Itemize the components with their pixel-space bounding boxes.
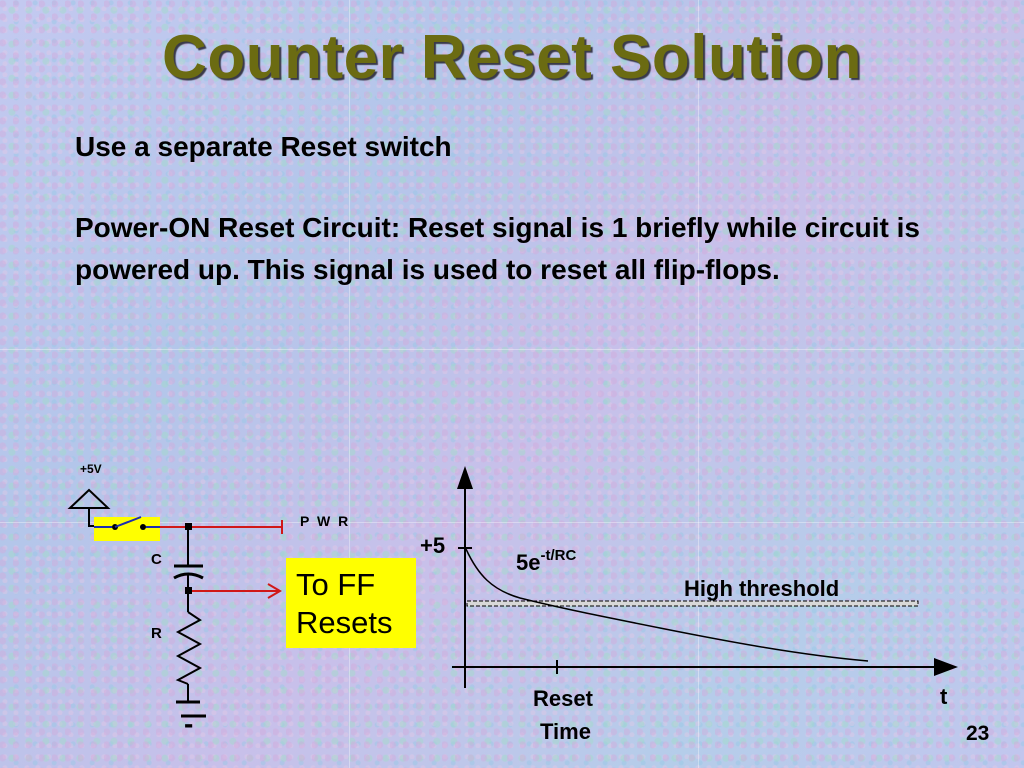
node-dot	[185, 587, 192, 594]
background-grid-line	[349, 0, 350, 768]
resistor-label: R	[151, 625, 162, 642]
high-threshold-line	[466, 600, 919, 607]
reset-time-label-line1: Reset	[533, 686, 593, 711]
x-axis-arrowhead	[934, 658, 958, 676]
x-axis-label: t	[940, 684, 948, 709]
bullet-reset-switch: Use a separate Reset switch	[75, 131, 452, 162]
ff-resets-box: To FF Resets	[286, 558, 416, 648]
curve-equation-label: 5e-t/RC	[516, 547, 577, 576]
y-marker-label: +5	[420, 533, 446, 558]
background-grid-line	[698, 0, 699, 768]
curve-equation-exponent: -t/RC	[540, 547, 577, 564]
bullet-power-on-reset: Power-ON Reset Circuit: Reset signal is …	[75, 212, 920, 285]
ff-resets-label-line1: To FF	[296, 567, 376, 602]
background-grid-line	[0, 522, 1024, 523]
curve-equation-base: 5e	[516, 550, 541, 575]
resistor-zigzag	[175, 611, 203, 685]
switch-contact	[140, 524, 146, 530]
exponential-decay-curve	[465, 548, 869, 662]
reset-signal-arrowhead	[267, 583, 282, 599]
y-axis-arrowhead	[457, 466, 473, 489]
pwr-label: P W R	[300, 513, 351, 529]
switch-blade	[114, 516, 142, 528]
page-number: 23	[966, 722, 990, 745]
threshold-label: High threshold	[684, 576, 840, 601]
ground-label: -	[184, 708, 194, 739]
supply-label: +5V	[80, 462, 102, 476]
background-grid-line	[0, 349, 1024, 350]
reset-time-label-line2: Time	[540, 719, 591, 744]
supply-symbol	[67, 488, 111, 509]
ff-resets-label-line2: Resets	[296, 605, 393, 640]
supply-wire	[88, 508, 94, 527]
node-dot	[185, 523, 192, 530]
capacitor-label: C	[151, 551, 162, 568]
switch-highlight	[94, 517, 160, 541]
slide-title: Counter Reset Solution	[162, 23, 862, 92]
